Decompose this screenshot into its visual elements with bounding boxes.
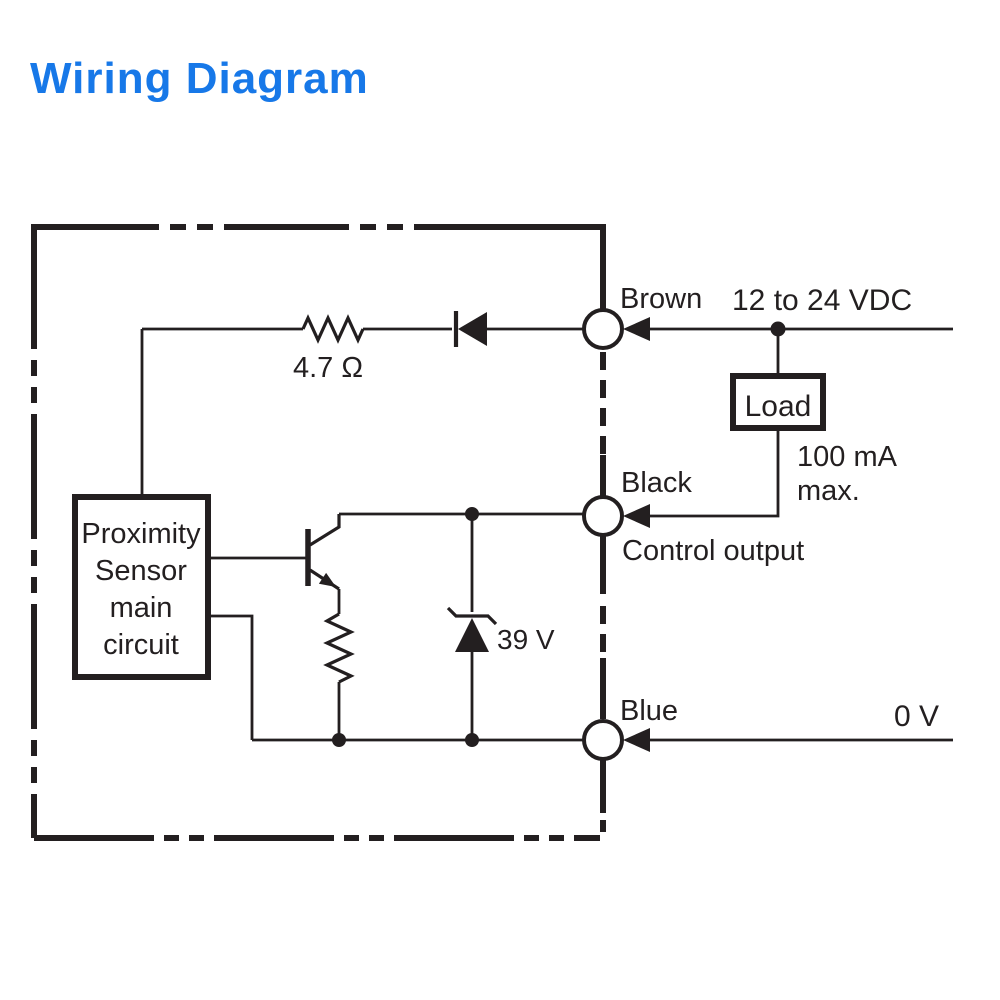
series-resistor-symbol [301, 314, 365, 344]
zener-triangle [455, 618, 489, 652]
external-wiring [623, 317, 953, 752]
internal-wiring [140, 327, 584, 742]
series-resistor [301, 314, 365, 344]
sensor-box-line-1: Proximity [81, 518, 201, 550]
zener-cathode-bar [446, 606, 498, 626]
zero-volt-label: 0 V [894, 700, 939, 733]
brown-terminal [582, 308, 624, 350]
sensor-box-outline [72, 494, 211, 680]
wire-box-to-bottom [208, 614, 254, 740]
sensor-boundary [31, 224, 606, 841]
page-title: Wiring Diagram [30, 54, 369, 103]
supply-voltage-label: 12 to 24 VDC [732, 284, 912, 317]
junction-dot-collector-zener [465, 507, 479, 521]
sensor-box-line-2: Sensor [95, 555, 187, 587]
control-output-label: Control output [622, 535, 804, 567]
reverse-protection-diode [453, 311, 487, 347]
sensor-box: Proximity Sensor main circuit [72, 494, 211, 680]
sensor-box-line-4: circuit [103, 629, 179, 661]
load-rating-line-2: max. [797, 475, 860, 507]
blue-wire-label: Blue [620, 695, 678, 727]
junction-dot-emitter-bottom [332, 733, 346, 747]
zener-voltage-label: 39 V [497, 624, 555, 655]
blue-terminal [582, 719, 624, 761]
brown-wire-arrow-icon [623, 317, 650, 341]
diode-triangle [458, 312, 487, 346]
blue-wire-arrow-icon [623, 728, 650, 752]
black-terminal [582, 495, 624, 537]
black-wire-label: Black [621, 467, 692, 499]
junction-dot-zener-bottom [465, 733, 479, 747]
sensor-box-line-3: main [110, 592, 173, 624]
emitter-resistor [323, 612, 355, 684]
brown-terminal-feed-wire [490, 224, 606, 312]
transistor-emitter-arrow-icon [318, 572, 336, 587]
brown-wire-label: Brown [620, 283, 702, 315]
emitter-resistor-symbol [323, 612, 355, 684]
output-transistor [305, 514, 341, 591]
wire-load-to-black [650, 428, 780, 518]
zener-diode [446, 606, 498, 652]
load-label: Load [745, 390, 812, 423]
load-box-outline [730, 373, 826, 431]
load-box: Load [730, 373, 826, 431]
black-wire-arrow-icon [623, 504, 650, 528]
load-rating-line-1: 100 mA [797, 441, 898, 473]
series-resistor-label: 4.7 Ω [293, 352, 363, 384]
transistor-collector [309, 514, 341, 547]
